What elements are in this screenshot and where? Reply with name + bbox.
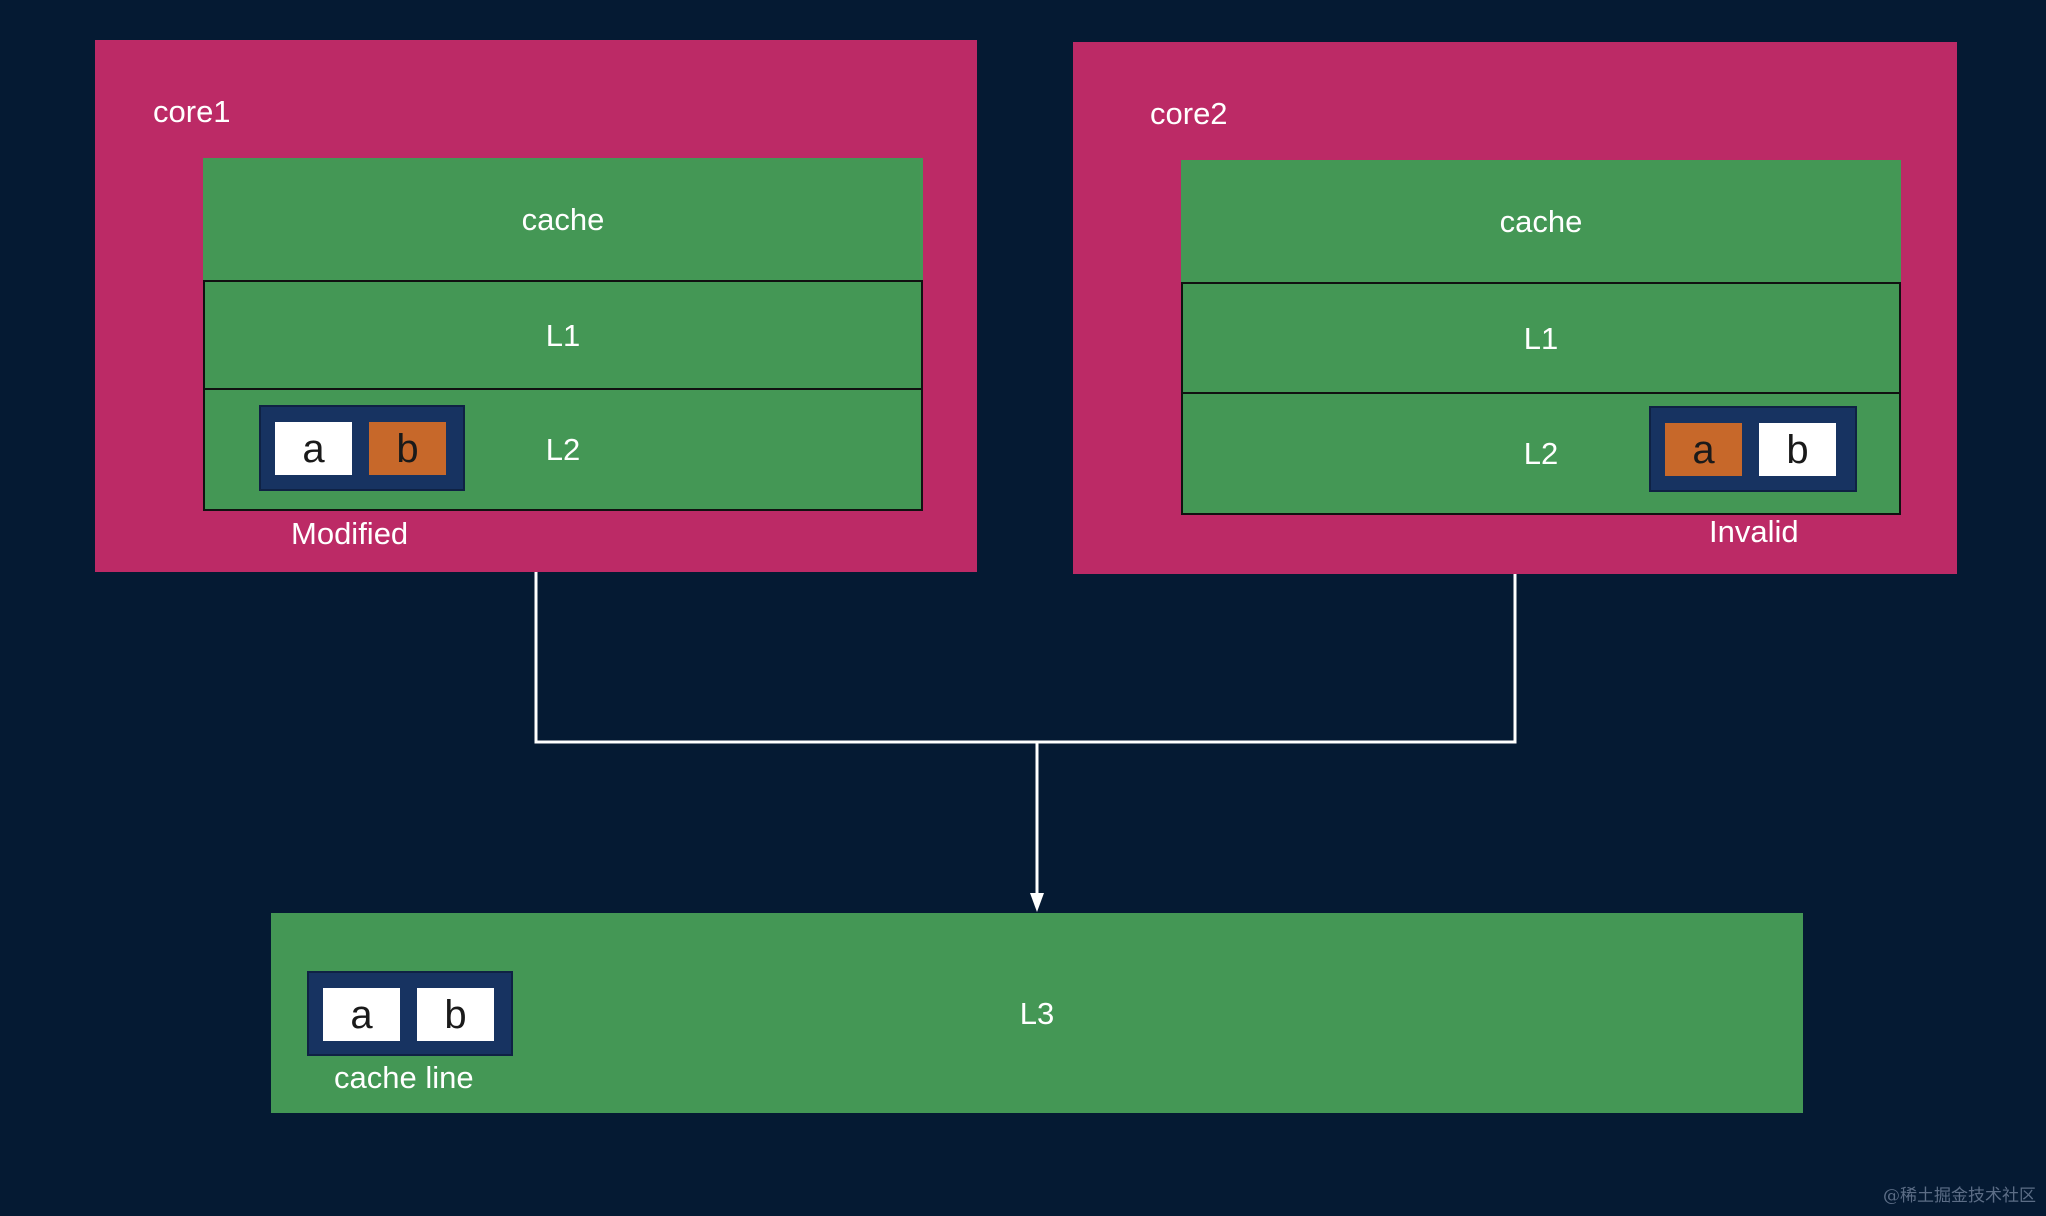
core2-l1-label: L1	[1523, 320, 1559, 356]
l3-cache-line: a b	[307, 971, 513, 1056]
cache-line-label: cache line	[334, 1060, 474, 1095]
arrowhead	[1030, 893, 1044, 912]
l3-cell-b: b	[417, 988, 494, 1041]
core2-cache-header: cache	[1181, 160, 1901, 282]
core1-connector	[534, 572, 1037, 744]
core1-l2-label: L2	[545, 432, 581, 467]
core1-state-label: Modified	[291, 516, 409, 551]
core2-l1: L1	[1181, 282, 1901, 394]
core1-cell-b: b	[369, 422, 446, 475]
watermark: @稀土掘金技术社区	[1883, 1186, 2036, 1206]
core2-cell-a: a	[1665, 423, 1742, 476]
core1-label: core1	[153, 94, 231, 129]
core2-cache-line: a b	[1649, 406, 1857, 492]
core1-l1: L1	[203, 280, 923, 390]
core2-cache-label: cache	[1499, 203, 1583, 239]
l3-box: L3	[271, 913, 1803, 1113]
core1-cache-line: a b	[259, 405, 465, 491]
core2-connector	[1037, 574, 1517, 744]
l3-label: L3	[1019, 995, 1055, 1031]
core2-cell-b: b	[1759, 423, 1836, 476]
core1-l1-label: L1	[545, 317, 581, 353]
core1-cache-label: cache	[521, 201, 605, 237]
core1-cell-a: a	[275, 422, 352, 475]
l3-cell-a: a	[323, 988, 400, 1041]
core2-l2-label: L2	[1523, 436, 1559, 471]
core2-state-label: Invalid	[1709, 514, 1799, 549]
core1-cache-header: cache	[203, 158, 923, 280]
core2-label: core2	[1150, 96, 1228, 131]
